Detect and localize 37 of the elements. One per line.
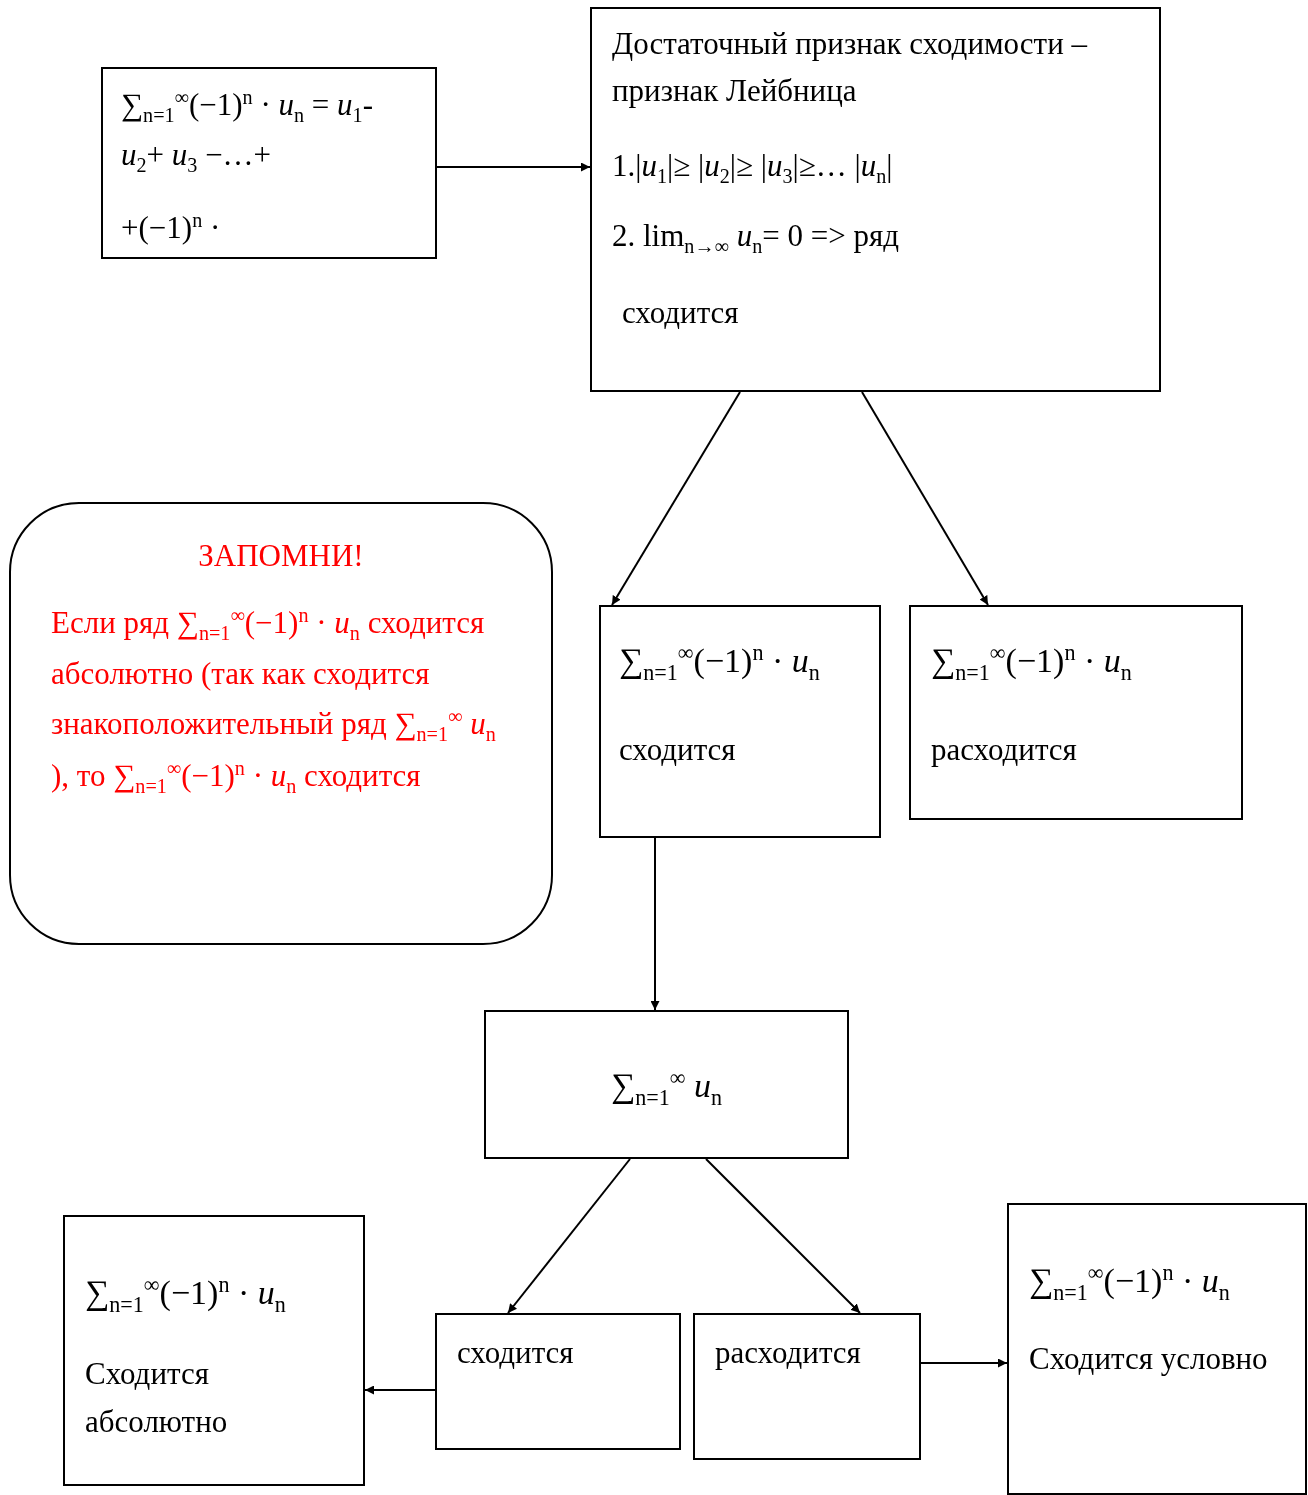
arrow [920,1358,1008,1368]
arrow [611,391,741,606]
result-box [435,1313,681,1450]
text: +(−1)$^{n}$ · [121,207,222,247]
formula: ∑$_{n=1}$$^{∞}$(−1)$^{n}$ · u$_{n}$ [1029,1258,1231,1307]
result-box [909,605,1243,820]
text: Сходится условно [1029,1340,1269,1379]
formula: ∑$_{n=1}$$^{∞}$(−1)$^{n}$ · u$_{n}$ [619,638,821,687]
text: Сходится абсолютно [85,1355,229,1442]
arrow [364,1385,436,1395]
formula: ∑$_{n=1}$$^{∞}$(−1)$^{n}$ · u$_{n}$ [931,638,1133,687]
text: сходится [622,293,740,332]
heading: ЗАПОМНИ! [197,537,365,575]
arrow [650,837,660,1011]
formula-box [101,67,437,259]
result-box [1007,1203,1307,1495]
result-box [693,1313,921,1460]
arrow [507,1158,631,1314]
arrow [436,162,591,172]
result-box [599,605,881,838]
arrow [861,391,989,606]
text: 1.|u$_{1}$|≥ |u$_{2}$|≥ |u$_{3}$|≥… |u$_{n}$| [612,147,894,190]
text: сходится [619,731,737,770]
formula: ∑$_{n=1}$$^{∞}$ u$_{n}$ [609,1063,724,1112]
result-box [63,1215,365,1486]
series-box [484,1010,849,1159]
text: сходится [457,1334,575,1372]
text: Если ряд ∑$_{n=1}$$^{∞}$(−1)$^{n}$ · u$_{n}$ сходится абсолютно (так как сходится знакоположительный ряд ∑$_{n=1}$$^{∞}$ u$_{n}$ ), то ∑$_{n=1}$$^{∞}$(−1)$^{n}$ · u$_{n}$ сходится [51,602,497,799]
heading: ∑$_{n=1}$$^{∞}$(−1)$^{n}$ · u$_{n}$ = u$_{1}$- u$_{2}$+ u$_{3}$ −…+ [121,84,374,179]
criterion-box [590,7,1161,392]
text: расходится [931,731,1078,770]
text: расходится [715,1334,862,1372]
text: 2. lim$_{n→∞}$ u$_{n}$= 0 => ряд [612,217,900,260]
heading: Достаточный признак сходимости – признак Лейбница [612,25,1089,110]
formula: ∑$_{n=1}$$^{∞}$(−1)$^{n}$ · u$_{n}$ [85,1270,287,1319]
arrow [705,1158,861,1314]
note-card [9,502,553,945]
